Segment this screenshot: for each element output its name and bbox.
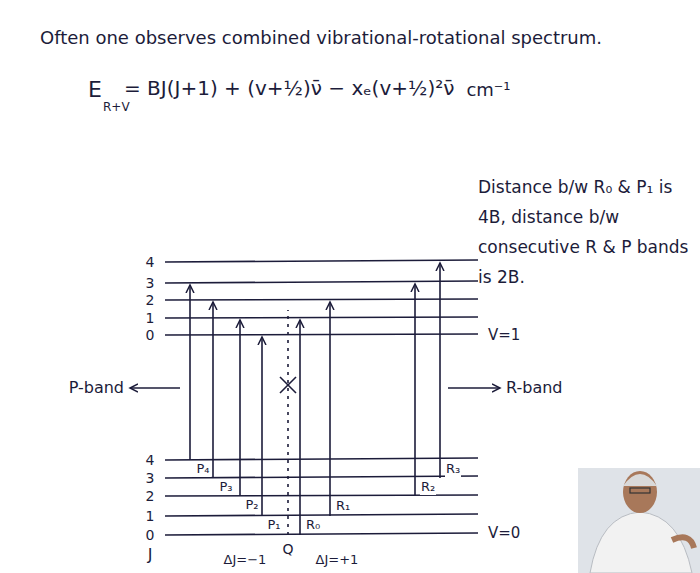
cross-mark (280, 377, 296, 393)
level-line (165, 495, 478, 496)
band-label: P-band (69, 378, 124, 397)
transition-label: P₁ (266, 517, 281, 533)
selection-rule: ΔJ=−1 (224, 552, 267, 568)
equation-symbol: E (88, 77, 102, 103)
pointer-arrow (130, 387, 180, 389)
j-number: 3 (146, 470, 155, 487)
equation-text: = BJ(J+1) + (v+½)ν̄ − xₑ(v+½)²ν̄ (124, 76, 454, 100)
forbidden-transition (287, 310, 289, 535)
lecturer-inset (578, 468, 700, 573)
level-line (165, 260, 478, 262)
selection-rule: ΔJ=+1 (316, 552, 359, 568)
equation-subscript: R+V (103, 100, 130, 114)
transition-label: R₁ (335, 498, 351, 514)
heading-text: Often one observes combined vibrational-… (40, 27, 602, 49)
transition-arrow (329, 302, 331, 516)
transition-label: R₀ (305, 517, 321, 533)
transition-arrow (439, 263, 441, 478)
transition-label: P₃ (218, 479, 233, 495)
j-number: 3 (146, 275, 155, 292)
level-line (165, 458, 478, 460)
level-line (165, 317, 478, 318)
j-number: 4 (146, 254, 155, 271)
j-number: 2 (146, 292, 155, 309)
level-line (165, 476, 478, 478)
pointer-arrow (448, 387, 500, 389)
j-number: 4 (146, 452, 155, 469)
level-line (165, 514, 478, 516)
transition-arrow (299, 320, 301, 535)
transition-label: P₄ (195, 461, 210, 477)
level-line (165, 281, 478, 283)
transition-label: R₃ (445, 461, 461, 477)
transition-label: P₂ (244, 497, 259, 513)
transition-label: R₂ (420, 479, 436, 495)
branch-label: Q (281, 541, 294, 558)
j-number: 2 (146, 488, 155, 505)
level-line (165, 533, 478, 535)
transition-arrow (212, 302, 214, 478)
level-label: V=1 (488, 326, 520, 344)
axis-label: J (148, 545, 153, 564)
j-number: 0 (146, 527, 155, 544)
transition-arrow (189, 285, 191, 460)
cross-mark (280, 377, 296, 393)
transition-arrow (261, 337, 263, 516)
level-label: V=0 (488, 524, 520, 542)
j-number: 1 (146, 508, 155, 525)
j-number: 0 (146, 327, 155, 344)
unit-text: cm⁻¹ (466, 79, 510, 101)
level-line (165, 299, 478, 300)
transition-arrow (239, 320, 241, 496)
band-label: R-band (506, 378, 563, 397)
level-line (165, 334, 478, 335)
transition-arrow (414, 284, 416, 496)
j-number: 1 (146, 310, 155, 327)
note-text: Distance b/w R₀ & P₁ is 4B, distance b/w… (478, 172, 690, 292)
